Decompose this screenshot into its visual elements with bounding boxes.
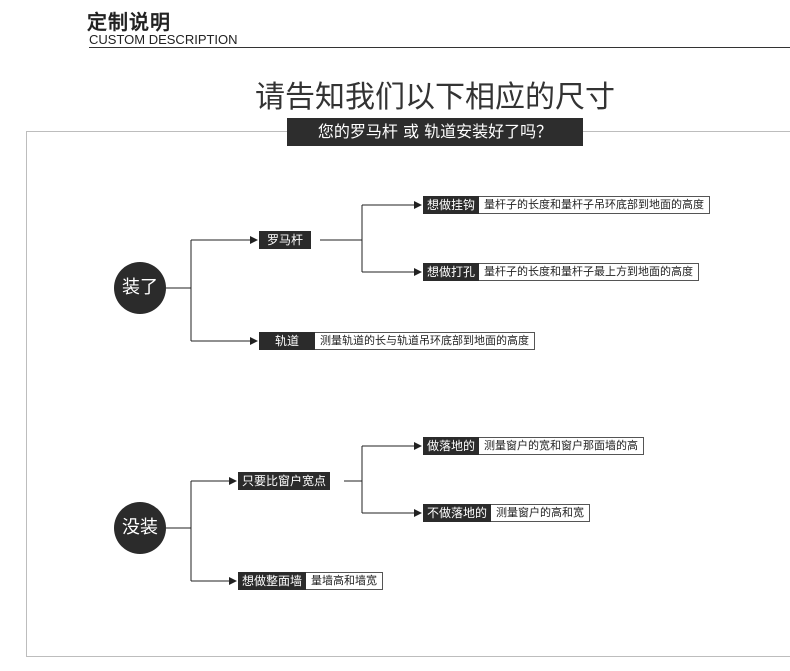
node-hook-label: 想做挂钩 (423, 196, 480, 214)
node-roman-rod-label: 罗马杆 (259, 231, 312, 249)
node-floor-desc: 测量窗户的宽和窗户那面墙的高 (479, 437, 645, 455)
node-wider-label: 只要比窗户宽点 (238, 472, 331, 490)
node-whole-wall-desc: 量墙高和墙宽 (306, 572, 384, 590)
node-track: 轨道 测量轨道的长与轨道吊环底部到地面的高度 (259, 332, 536, 350)
node-punch: 想做打孔 量杆子的长度和量杆子最上方到地面的高度 (423, 263, 700, 281)
node-floor: 做落地的 测量窗户的宽和窗户那面墙的高 (423, 437, 645, 455)
node-hook: 想做挂钩 量杆子的长度和量杆子吊环底部到地面的高度 (423, 196, 711, 214)
node-whole-wall-label: 想做整面墙 (238, 572, 307, 590)
node-floor-label: 做落地的 (423, 437, 480, 455)
node-not-floor-label: 不做落地的 (423, 504, 492, 522)
node-punch-desc: 量杆子的长度和量杆子最上方到地面的高度 (479, 263, 700, 281)
node-whole-wall: 想做整面墙 量墙高和墙宽 (238, 572, 384, 590)
node-punch-label: 想做打孔 (423, 263, 480, 281)
node-track-label: 轨道 (259, 332, 316, 350)
node-installed: 装了 (114, 262, 166, 314)
header-divider (89, 47, 790, 48)
header-title: 定制说明 (87, 10, 171, 34)
node-track-desc: 测量轨道的长与轨道吊环底部到地面的高度 (315, 332, 536, 350)
main-question: 请告知我们以下相应的尺寸 (255, 80, 615, 115)
node-roman-rod: 罗马杆 (259, 231, 312, 249)
node-hook-desc: 量杆子的长度和量杆子吊环底部到地面的高度 (479, 196, 711, 214)
node-not-floor-desc: 测量窗户的高和宽 (491, 504, 591, 522)
header-subtitle: CUSTOM DESCRIPTION (89, 32, 238, 47)
node-not-installed: 没装 (114, 502, 166, 554)
node-not-floor: 不做落地的 测量窗户的高和宽 (423, 504, 591, 522)
sub-question-banner: 您的罗马杆 或 轨道安装好了吗？ (287, 118, 583, 146)
node-wider: 只要比窗户宽点 (238, 472, 331, 490)
